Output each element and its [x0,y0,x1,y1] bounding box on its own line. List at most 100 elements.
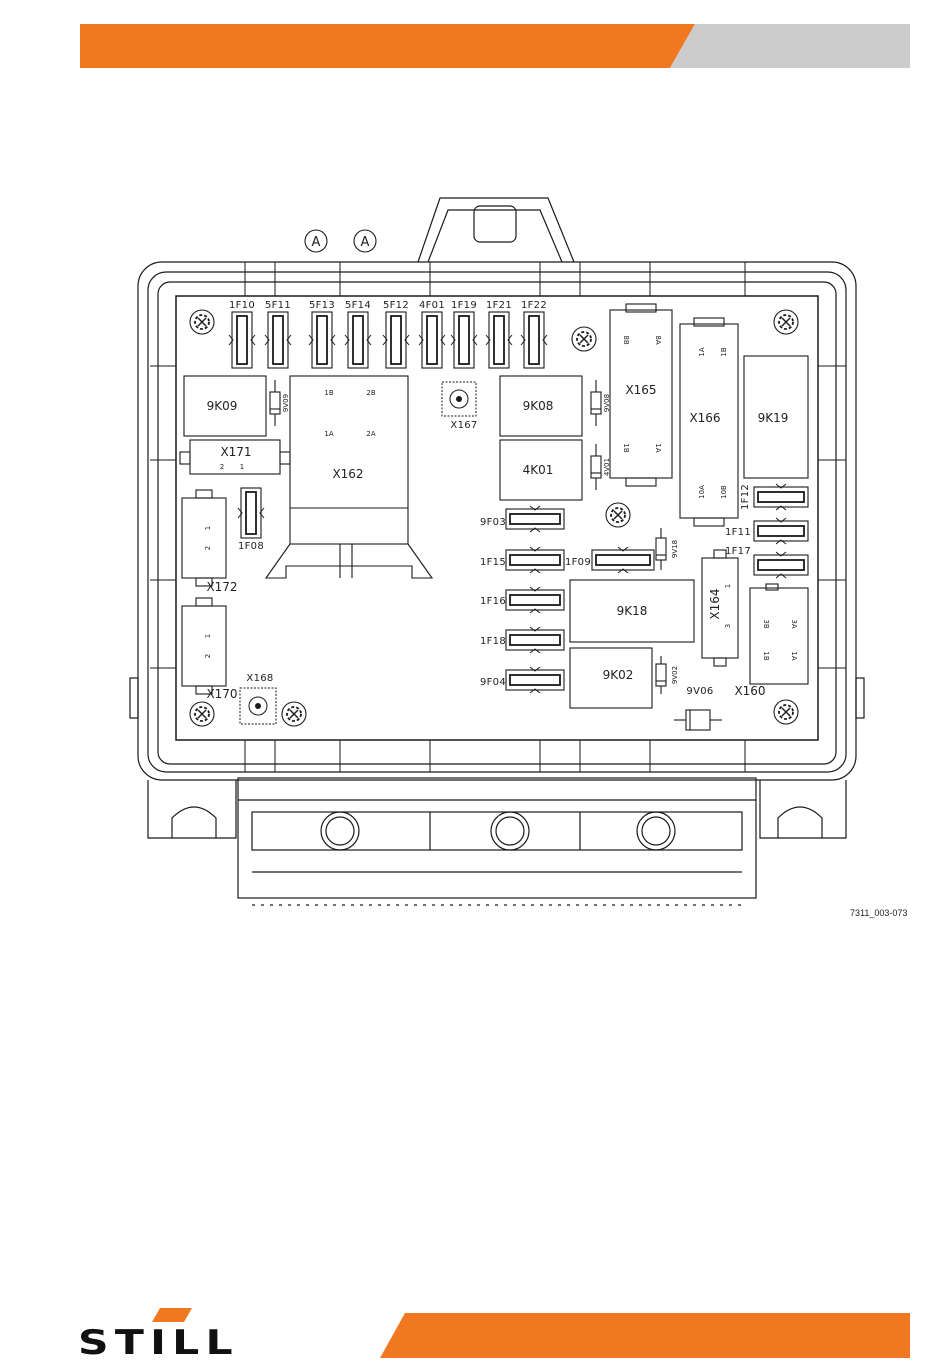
diode-4v01 [591,444,601,490]
relay-label-9k08: 9K08 [523,399,554,413]
figure-reference: 7311_003-073 [850,908,907,918]
fuse-label-1f19: 1F19 [451,300,477,311]
x170-pin-1: 1 [204,634,212,638]
header-orange-band [80,24,695,68]
x171-left-key [180,452,190,464]
connector-socket-3 [637,812,675,850]
view-marker-1: A [305,230,327,252]
left-clip [130,678,138,718]
fuse-9f03[interactable] [506,506,564,532]
connector-label-x170: X170 [206,687,237,701]
fuse-1f09[interactable] [592,547,654,573]
x160-pin-3a: 3A [790,619,798,628]
diode-9v02 [656,656,666,694]
header-grey-band [670,24,910,68]
fuse-1f16[interactable] [506,587,564,613]
connector-label-x165: X165 [625,383,656,397]
screw-icon [190,702,214,726]
x166-pin-10a: 10A [698,485,706,499]
x171-right-key [280,452,290,464]
fuse-4f01[interactable] [419,312,445,368]
fuse-label-9f04: 9F04 [480,677,506,688]
x172-pin-1: 1 [204,526,212,530]
x172-top-key [196,490,212,498]
x171-pin-1: 1 [240,463,244,471]
relay-label-9k18: 9K18 [617,604,648,618]
x160-pin-1a: 1A [790,651,798,660]
fuse-label-1f08: 1F08 [238,541,264,552]
header-band [0,0,950,80]
fuse-5f13[interactable] [309,312,335,368]
connector-bay [238,778,756,898]
x164-pin-1: 1 [724,584,732,588]
diode-label-9v09: 9V09 [282,394,290,412]
svg-text:A: A [361,235,370,250]
fuse-1f17[interactable] [754,552,808,578]
fuse-label-5f12: 5F12 [383,300,409,311]
x160-pin-3b: 3B [762,619,770,628]
x166-top-key [694,318,724,326]
fuse-label-1f11: 1F11 [725,527,751,538]
view-marker-2: A [354,230,376,252]
fuse-5f14[interactable] [345,312,371,368]
fuse-1f18[interactable] [506,627,564,653]
bottom-left-tab [148,780,236,838]
connector-label-x162: X162 [332,467,363,481]
top-mounting-tab [418,198,574,262]
fuse-5f12[interactable] [383,312,409,368]
fuse-label-4f01: 4F01 [419,300,445,311]
screw-icon [572,327,596,351]
top-tab-slot [474,206,516,242]
fuse-1f08[interactable] [238,488,264,538]
x164-pin-3: 3 [724,624,732,628]
footer-orange-band [380,1313,910,1358]
connector-socket-2-inner [496,817,524,845]
relay-label-9k02: 9K02 [603,668,634,682]
diode-9v06 [674,710,722,730]
x170-pin-2: 2 [204,654,212,658]
connector-label-x172: X172 [206,580,237,594]
x162-pin-2a: 2A [366,430,375,438]
fuse-1f12[interactable] [754,484,808,510]
x165-pin-8a: 8A [654,335,662,344]
connector-label-x160: X160 [734,684,765,698]
x160-key [766,584,778,590]
fuse-label-1f09: 1F09 [565,557,591,568]
connector-label-x171: X171 [220,445,251,459]
x170-top-key [196,598,212,606]
fuse-5f11[interactable] [265,312,291,368]
x166-pin-1b: 1B [720,347,728,356]
connector-label-x166: X166 [689,411,720,425]
x166-bottom-key [694,518,724,526]
fuse-label-1f18: 1F18 [480,636,506,647]
fuse-1f19[interactable] [451,312,477,368]
fuse-1f10[interactable] [229,312,255,368]
fuse-1f22[interactable] [521,312,547,368]
screw-icon [190,310,214,334]
x166-pin-10b: 10B [720,485,728,499]
bottom-right-tab-slot [778,807,822,838]
relay-label-4k01: 4K01 [523,463,554,477]
diode-9v18 [656,528,666,570]
diode-9v08 [591,380,601,426]
fuse-label-5f14: 5F14 [345,300,371,311]
fuse-1f21[interactable] [486,312,512,368]
x162-pin-1b: 1B [324,389,333,397]
diode-label-9v18: 9V18 [671,540,679,558]
top-mounting-tab-inner [428,210,562,262]
fuse-label-1f16: 1F16 [480,596,506,607]
x162-pin-2b: 2B [366,389,375,397]
relay-label-9k09: 9K09 [207,399,238,413]
fuse-1f15[interactable] [506,547,564,573]
fuse-1f11[interactable] [754,518,808,544]
connector-socket-2 [491,812,529,850]
fuse-label-1f12: 1F12 [740,484,751,510]
diode-9v09 [270,380,280,426]
connector-socket-1-inner [326,817,354,845]
x171-pin-2: 2 [220,463,224,471]
fuse-9f04[interactable] [506,667,564,693]
connector-x160-box [750,588,808,684]
x164-bottom-key [714,658,726,666]
bottom-right-tab [760,780,846,838]
x165-pin-1b: 1B [622,443,630,452]
